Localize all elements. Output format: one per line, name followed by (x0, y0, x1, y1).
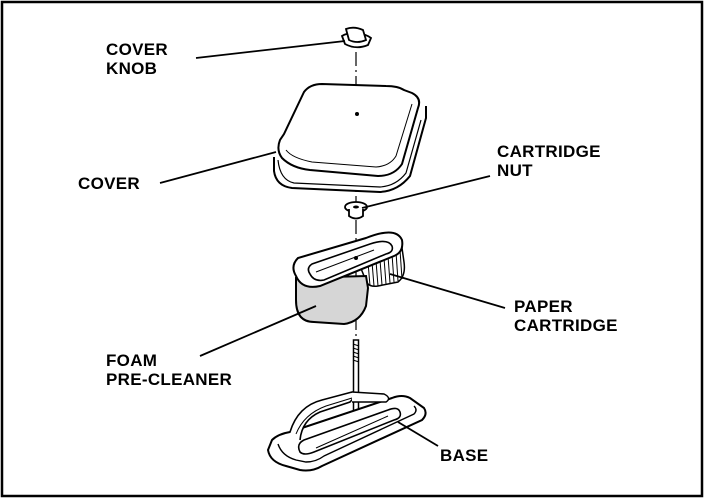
base-label: BASE (440, 446, 489, 465)
cover-leader (159, 151, 277, 184)
base-part (266, 391, 427, 472)
cartridge-nut-part (344, 201, 368, 220)
foam-pre-cleaner-leader (199, 305, 317, 357)
foam-pre-cleaner-label: FOAM PRE-CLEANER (106, 351, 233, 389)
cover-label: COVER (78, 174, 140, 193)
paper-cartridge-leader (389, 273, 506, 309)
paper-cartridge-label: PAPER CARTRIDGE (514, 297, 618, 335)
base-leader (397, 421, 439, 447)
cover-knob-part (340, 26, 373, 49)
cover-part (273, 82, 427, 194)
cartridge-nut-leader (361, 175, 491, 209)
cover-knob-label: COVER KNOB (106, 40, 168, 78)
cover-knob-leader (195, 40, 346, 59)
cartridge-nut-label: CARTRIDGE NUT (497, 142, 601, 180)
leader-lines (159, 40, 506, 447)
filter-element-part (292, 231, 406, 326)
